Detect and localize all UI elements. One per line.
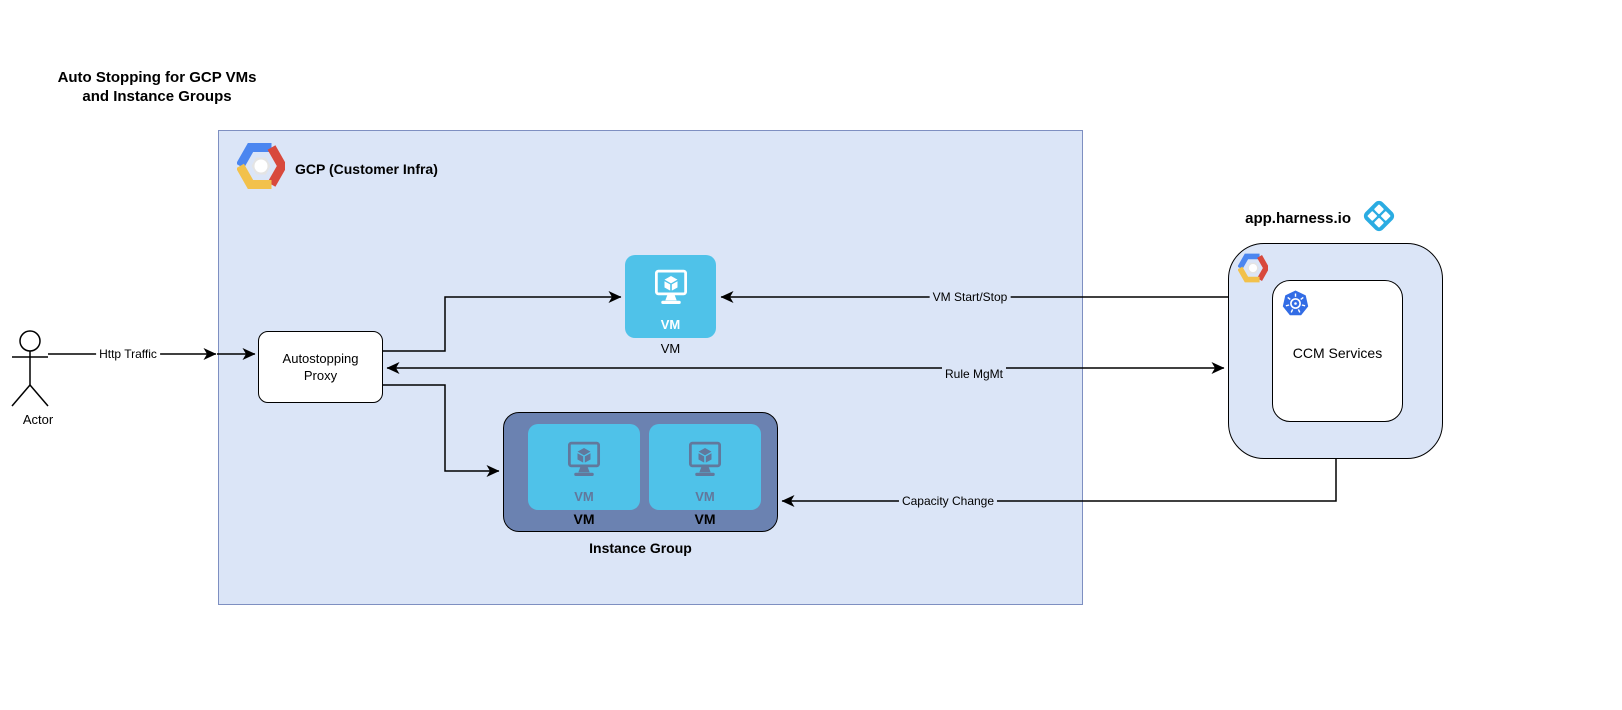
actor-label: Actor [22, 412, 54, 427]
page-title-line2: and Instance Groups [82, 88, 232, 105]
vm-node: VM [625, 255, 716, 338]
proxy-label-line1: Autostopping [282, 351, 359, 366]
harness-header: app.harness.io [1100, 197, 1398, 240]
ccm-services-node [1272, 280, 1403, 422]
vm-icon-text: VM [660, 317, 681, 332]
edge-label-vm-start-stop: VM Start/Stop [929, 290, 1011, 304]
kubernetes-icon [1282, 290, 1309, 322]
harness-logo-icon [1360, 197, 1398, 240]
ccm-services-label: CCM Services [1292, 345, 1383, 361]
instance-group-label: Instance Group [589, 540, 692, 556]
vm-node-label: VM [660, 341, 681, 356]
instance-group-vm-2-label: VM [694, 511, 716, 527]
gcp-container-header: GCP (Customer Infra) [236, 142, 438, 195]
edge-label-capacity-change: Capacity Change [898, 494, 998, 508]
edge-label-rule-mgmt: Rule MgMt [941, 367, 1007, 381]
autostopping-proxy-node: Autostopping Proxy [258, 331, 383, 403]
vm-icon-text: VM [574, 489, 594, 504]
vm-monitor-icon [558, 439, 610, 488]
proxy-label-line2: Proxy [303, 368, 338, 383]
vm-monitor-icon [645, 267, 697, 316]
instance-group-vm-1-label: VM [573, 511, 595, 527]
actor-node [8, 320, 68, 413]
harness-domain-label: app.harness.io [1245, 210, 1351, 227]
gcp-logo-icon [1237, 253, 1270, 288]
vm-monitor-icon [679, 439, 731, 488]
gcp-logo-icon [236, 142, 288, 195]
vm-icon-text: VM [695, 489, 715, 504]
gcp-container-label: GCP (Customer Infra) [295, 160, 438, 177]
actor-stick-figure-icon [8, 330, 68, 412]
edge-label-http-traffic: Http Traffic [96, 347, 160, 361]
instance-group-vm-1: VM [528, 424, 640, 510]
page-title-line1: Auto Stopping for GCP VMs [57, 69, 257, 86]
page-title: Auto Stopping for GCP VMs and Instance G… [28, 68, 286, 106]
instance-group-vm-2: VM [649, 424, 761, 510]
